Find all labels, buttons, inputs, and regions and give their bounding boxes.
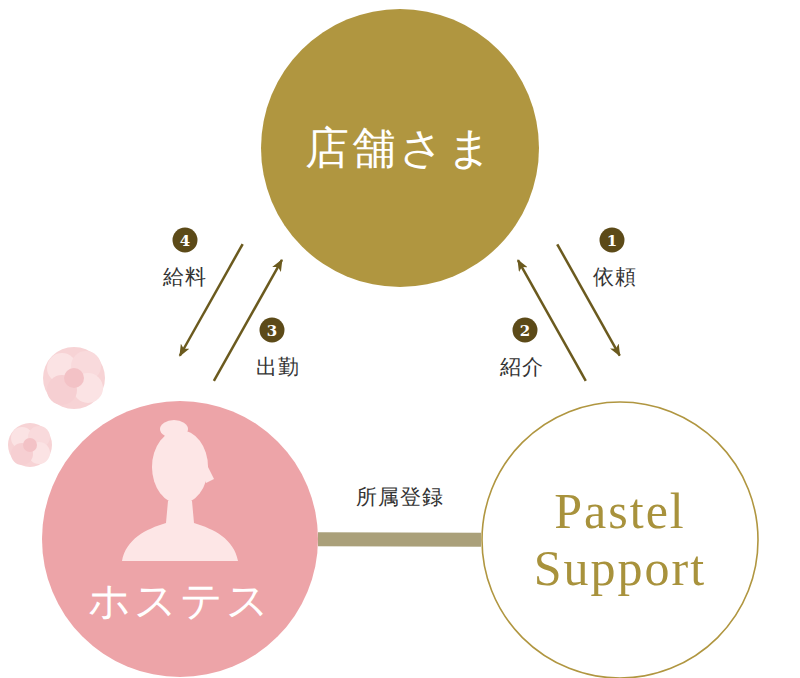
node-title: ホステス <box>88 577 272 625</box>
woman-silhouette <box>122 420 238 561</box>
node-title: Pastel Support <box>505 483 735 598</box>
edge-label: 出勤 <box>253 353 303 381</box>
circle-fill <box>482 402 758 678</box>
edge-label: 給料 <box>160 263 210 291</box>
circle-fill <box>42 401 318 677</box>
agency-circle: Pastel Support <box>481 401 759 678</box>
hostess-circle: ホステス <box>42 401 318 677</box>
circle-fill <box>261 9 539 287</box>
callout-number: 1 <box>600 228 625 253</box>
carnation-flower <box>43 347 105 409</box>
membership-bar <box>318 532 481 546</box>
circle-outline <box>481 401 759 678</box>
edge-label: 依頼 <box>590 263 640 291</box>
node-title: 店舗さま <box>305 123 495 174</box>
edge-label: 紹介 <box>497 353 547 381</box>
carnation-flower <box>8 423 52 467</box>
callout-number: 3 <box>260 318 285 343</box>
callout-number: 4 <box>173 228 198 253</box>
circle-outline <box>42 401 318 677</box>
callout-number: 2 <box>513 318 538 343</box>
edge-label: 所属登録 <box>353 483 447 511</box>
flow-arrow <box>180 244 243 356</box>
shop-circle: 店舗さま <box>261 9 539 287</box>
flow-arrow <box>557 244 619 355</box>
